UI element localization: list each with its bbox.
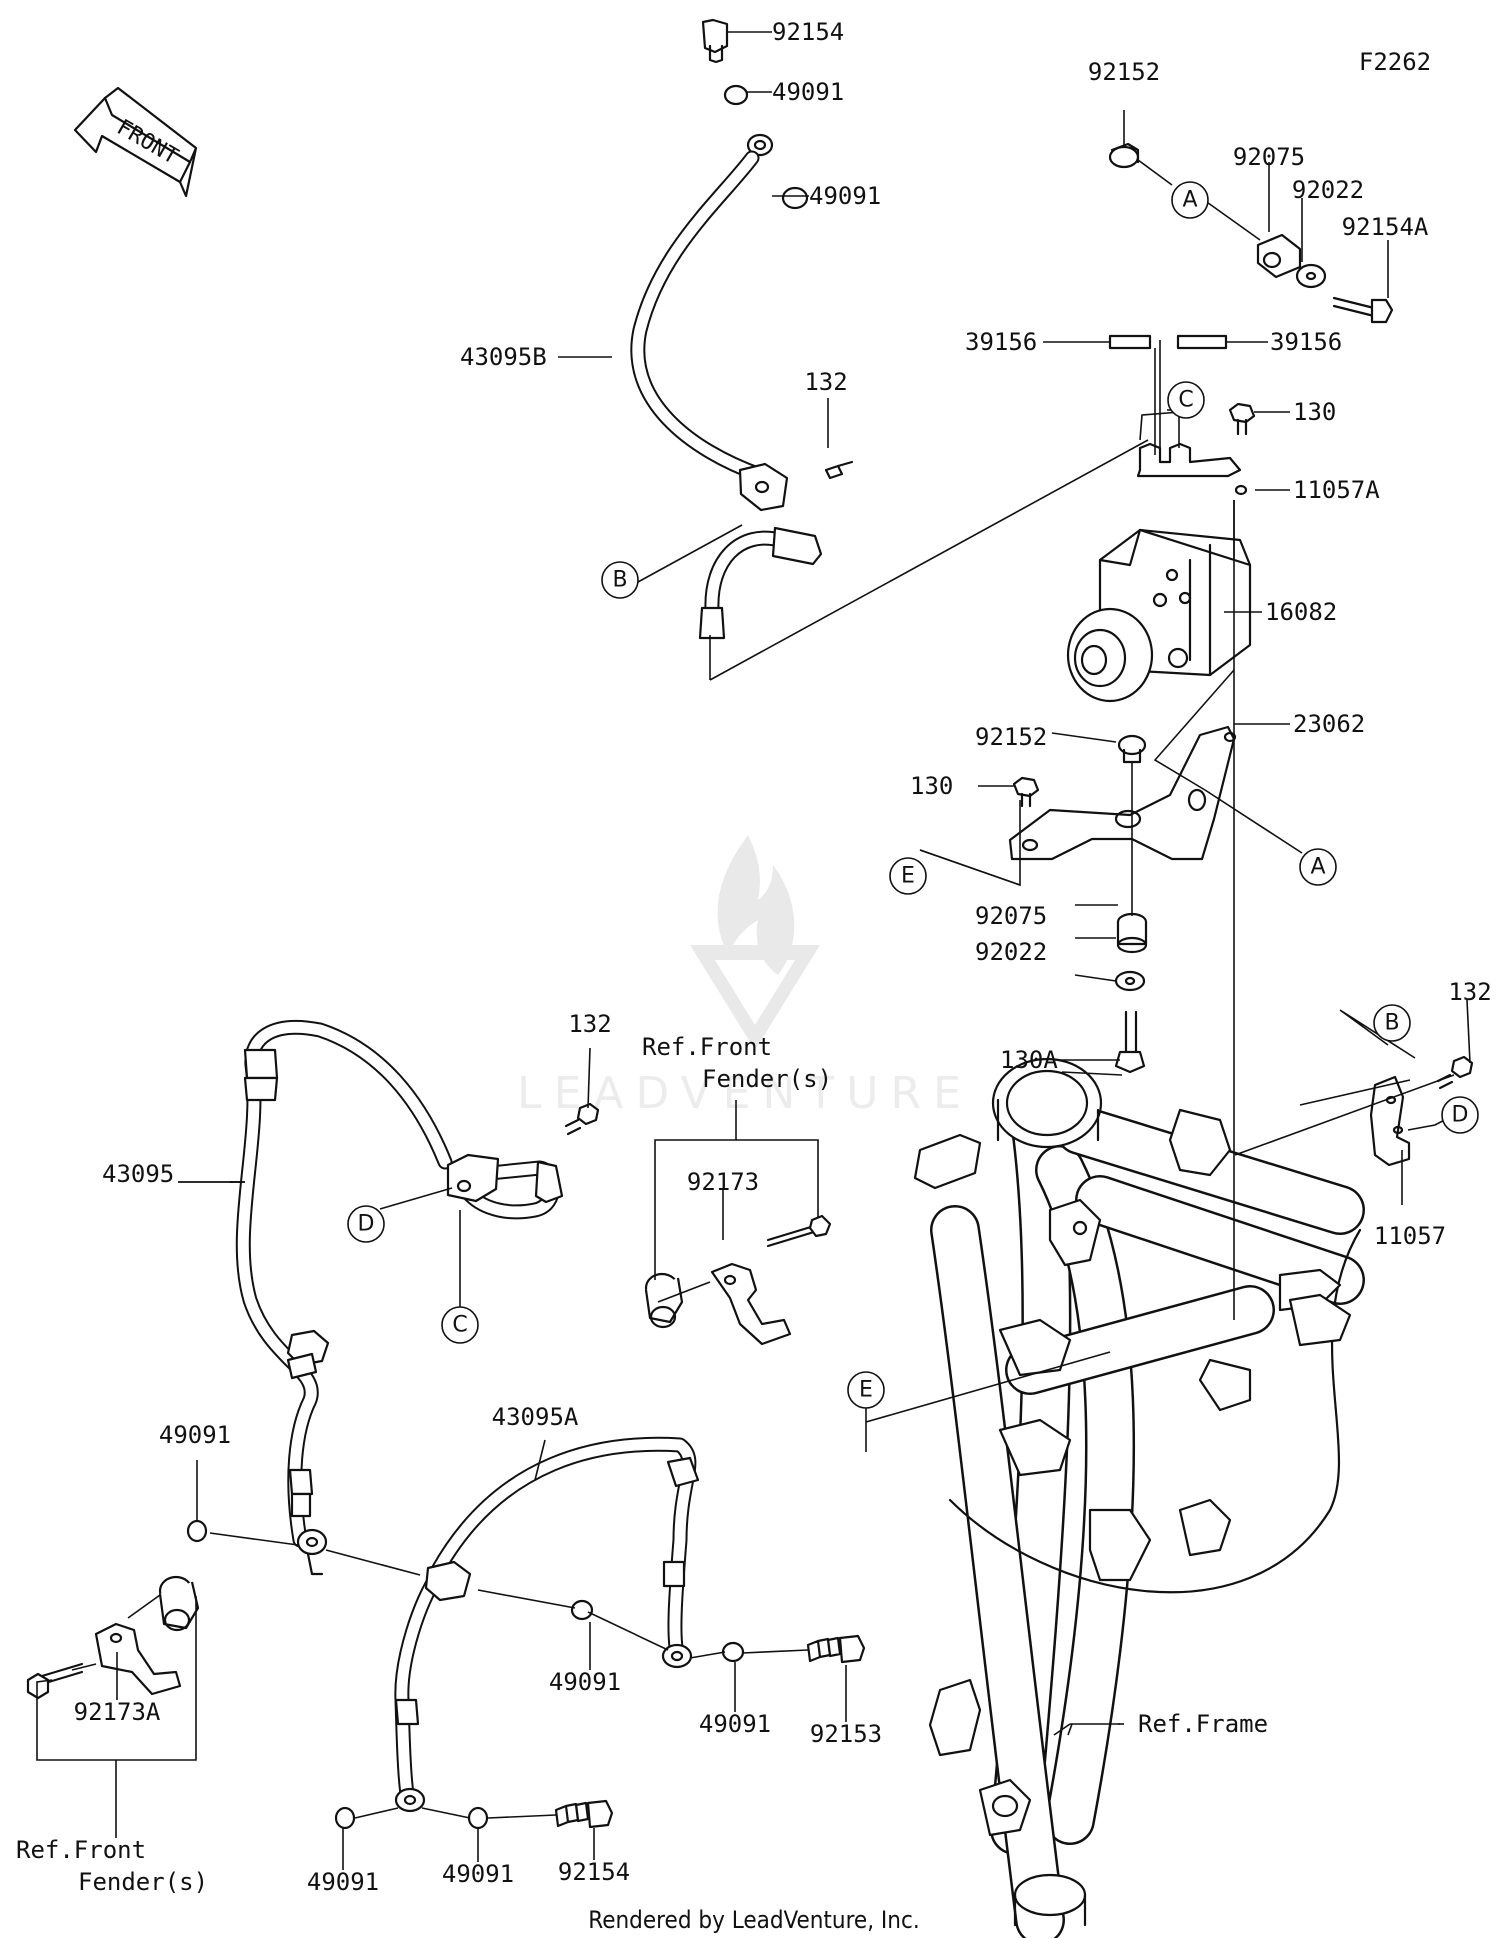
label-92022-mid: 92022 xyxy=(975,938,1047,966)
clamp-92173A xyxy=(26,1575,200,1700)
svg-text:B: B xyxy=(612,568,627,593)
svg-text:C: C xyxy=(452,1313,467,1338)
label-49091-a: 49091 xyxy=(772,78,844,106)
footer-credit: Rendered by LeadVenture, Inc. xyxy=(588,1906,919,1934)
svg-text:B: B xyxy=(1384,1011,1399,1036)
label-49091-d: 49091 xyxy=(549,1668,621,1696)
callout-a-mid: A xyxy=(1299,848,1337,886)
hose-43095 xyxy=(235,1019,600,1576)
svg-text:D: D xyxy=(358,1212,375,1237)
label-49091-b: 49091 xyxy=(809,182,881,210)
label-92075-mid: 92075 xyxy=(975,902,1047,930)
label-49091-c: 49091 xyxy=(159,1421,231,1449)
label-49091-f: 49091 xyxy=(307,1868,379,1896)
label-92173A: 92173A xyxy=(74,1698,161,1726)
svg-text:A: A xyxy=(1310,855,1325,880)
label-132-b: 132 xyxy=(568,1010,611,1038)
callout-e-mid: E xyxy=(889,857,927,895)
ref-front-fender-top-line1: Ref.Front xyxy=(642,1033,772,1061)
diagram-code: F2262 xyxy=(1359,48,1431,76)
label-92154-bot: 92154 xyxy=(558,1858,630,1886)
svg-text:E: E xyxy=(901,864,915,889)
clamp-92173 xyxy=(644,1214,832,1346)
ref-front-fender-bottom-line2: Fender(s) xyxy=(78,1868,208,1896)
callout-e-frame: E xyxy=(847,1371,885,1409)
label-43095A: 43095A xyxy=(492,1403,579,1431)
label-43095B: 43095B xyxy=(460,343,547,371)
callout-b-top: B xyxy=(601,561,639,599)
ref-front-fender-top-line2: Fender(s) xyxy=(702,1065,832,1093)
label-92022-top: 92022 xyxy=(1292,176,1364,204)
callout-a-top: A xyxy=(1171,181,1209,219)
label-16082: 16082 xyxy=(1265,598,1337,626)
ref-front-fender-bottom-line1: Ref.Front xyxy=(16,1836,146,1864)
label-92153: 92153 xyxy=(810,1720,882,1748)
callout-b-right: B xyxy=(1373,1004,1411,1042)
label-130A: 130A xyxy=(1000,1046,1058,1074)
label-43095: 43095 xyxy=(102,1160,174,1188)
label-92152-mid: 92152 xyxy=(975,723,1047,751)
leader-lines xyxy=(36,31,1471,1870)
abs-assembly xyxy=(1008,142,1394,1074)
callout-d-left: D xyxy=(347,1205,385,1243)
frame xyxy=(913,1055,1474,1938)
svg-text:C: C xyxy=(1178,388,1193,413)
label-39156-r: 39156 xyxy=(1270,328,1342,356)
label-11057: 11057 xyxy=(1374,1222,1446,1250)
callout-d-right: D xyxy=(1441,1096,1479,1134)
label-11057A: 11057A xyxy=(1293,476,1380,504)
svg-text:D: D xyxy=(1452,1103,1469,1128)
ref-frame-label: Ref.Frame xyxy=(1138,1710,1268,1738)
svg-text:A: A xyxy=(1182,188,1197,213)
hose-43095A xyxy=(186,1436,866,1830)
svg-text:E: E xyxy=(859,1378,873,1403)
label-92152-top: 92152 xyxy=(1088,58,1160,86)
front-arrow-icon: FRONT xyxy=(73,86,198,198)
label-49091-e: 49091 xyxy=(699,1710,771,1738)
label-49091-g: 49091 xyxy=(442,1860,514,1888)
label-130-a: 130 xyxy=(1293,398,1336,426)
part-labels: 92154 49091 49091 43095B 132 92152 92075… xyxy=(74,18,1492,1896)
label-92075-top: 92075 xyxy=(1233,143,1305,171)
callout-c-top: C xyxy=(1167,381,1205,419)
label-23062: 23062 xyxy=(1293,710,1365,738)
label-132-a: 132 xyxy=(804,368,847,396)
label-92154A: 92154A xyxy=(1342,213,1429,241)
label-39156-l: 39156 xyxy=(965,328,1037,356)
label-92173: 92173 xyxy=(687,1168,759,1196)
callout-c-left: C xyxy=(441,1306,479,1344)
ref-labels: Ref.Front Fender(s) Ref.Front Fender(s) … xyxy=(16,1033,1268,1896)
label-132-c: 132 xyxy=(1448,978,1491,1006)
label-130-b: 130 xyxy=(910,772,953,800)
label-92154-top: 92154 xyxy=(772,18,844,46)
hose-43095B xyxy=(630,18,854,640)
